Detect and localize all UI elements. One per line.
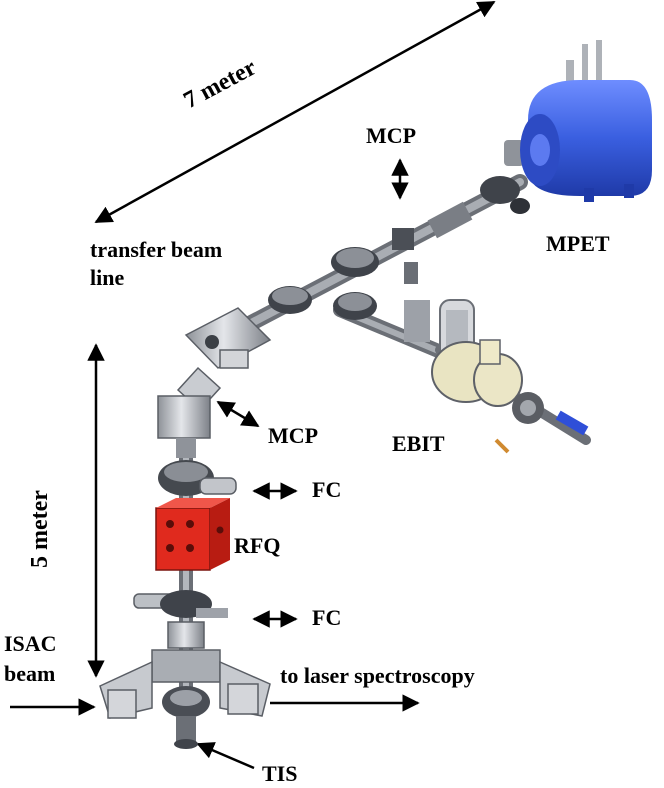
fc-lower-label: FC <box>312 605 342 630</box>
dimension-arrow-7m <box>94 0 496 224</box>
mpet-magnet <box>520 40 652 202</box>
rfq-cooler <box>155 498 230 571</box>
fc-upper-label: FC <box>312 477 342 502</box>
transfer-beam-line <box>230 140 530 367</box>
isac-beam-label-2: beam <box>4 661 56 686</box>
laser-spectroscopy-label: to laser spectroscopy <box>280 663 475 688</box>
tis-arrow <box>196 742 255 770</box>
mcp-mid-arrow <box>216 400 260 428</box>
transfer-beam-line-label-2: line <box>90 265 125 290</box>
isac-beam-label-1: ISAC <box>4 631 57 656</box>
ebit-label: EBIT <box>392 431 445 456</box>
dimension-label-5m: 5 meter <box>27 490 53 568</box>
isac-junction <box>99 590 271 749</box>
mpet-label: MPET <box>546 231 610 256</box>
mcp-mid-label: MCP <box>268 423 319 448</box>
rfq-label: RFQ <box>234 533 281 558</box>
transfer-beam-line-label-1: transfer beam <box>90 237 223 262</box>
ebit-trap <box>404 299 591 454</box>
tis-label: TIS <box>262 761 298 786</box>
mcp-top-label: MCP <box>366 123 417 148</box>
